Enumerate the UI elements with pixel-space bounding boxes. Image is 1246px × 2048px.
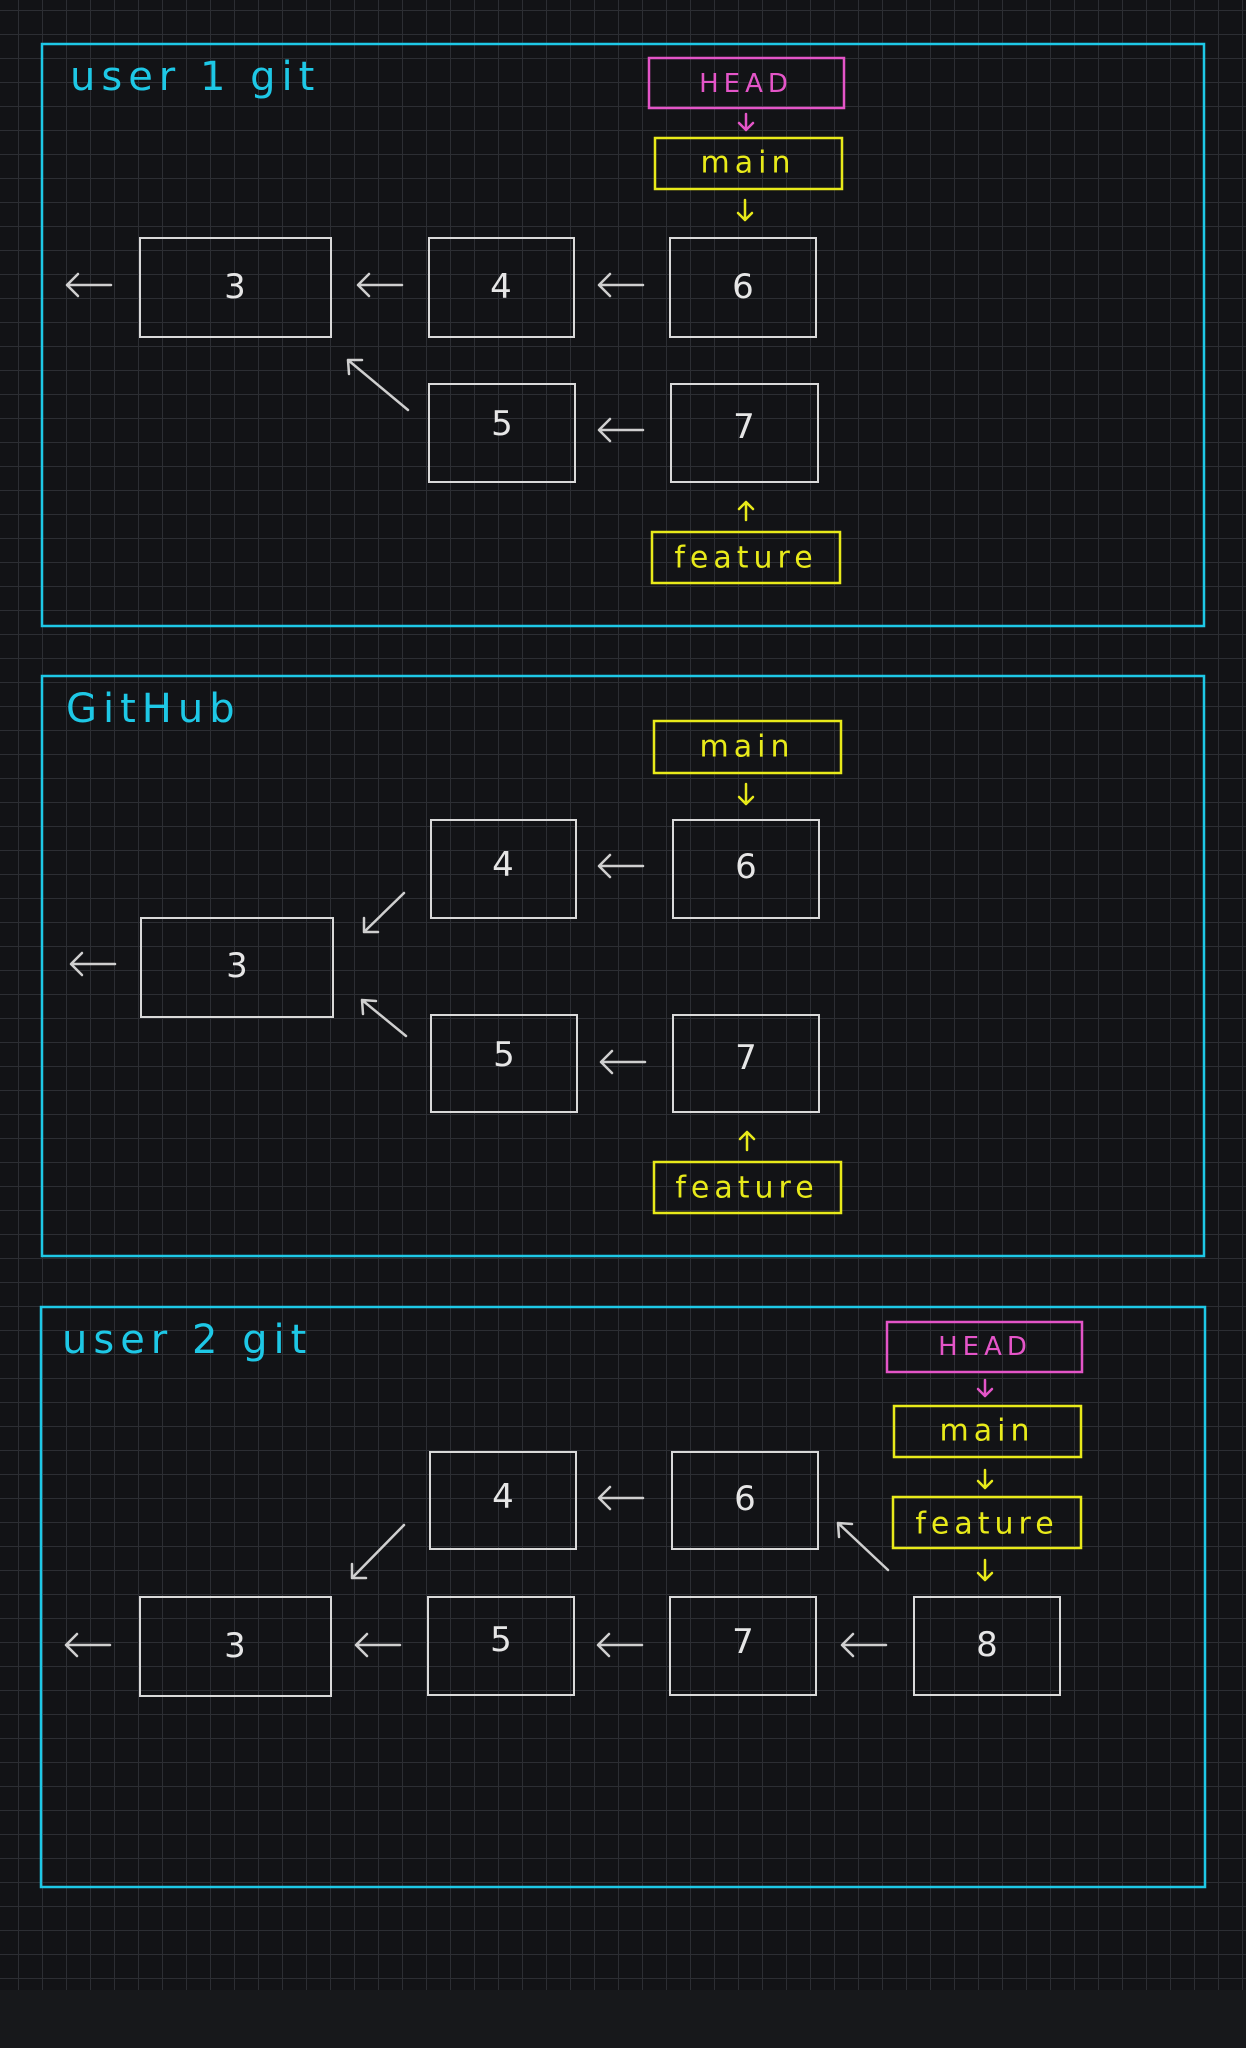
edge-5-to-3 bbox=[360, 998, 408, 1038]
edge-4-to-3 bbox=[362, 891, 406, 934]
commit-5-box bbox=[430, 1014, 578, 1113]
commit-3-label: 3 bbox=[224, 267, 246, 307]
panel-user2-border bbox=[39, 1305, 1207, 1889]
commit-3-box bbox=[139, 237, 332, 338]
feature-to-commit7-arrow bbox=[738, 1130, 756, 1152]
head-ref-box bbox=[647, 56, 846, 110]
edge-7-to-5 bbox=[597, 417, 645, 443]
edge-5-to-3 bbox=[354, 1632, 402, 1658]
commit-6-box bbox=[672, 819, 820, 919]
head-ref-label: HEAD bbox=[938, 1332, 1032, 1362]
commit-4-label: 4 bbox=[492, 1477, 514, 1517]
commit-4-box bbox=[429, 1451, 577, 1550]
feature-ref-label: feature bbox=[915, 1507, 1058, 1542]
commit-6-box bbox=[669, 237, 817, 338]
feature-ref-box bbox=[650, 530, 842, 585]
edge-8-to-6 bbox=[836, 1521, 890, 1572]
edge-6-to-4 bbox=[597, 853, 645, 879]
commit-8-box bbox=[913, 1596, 1061, 1696]
commit-4-label: 4 bbox=[492, 845, 514, 885]
panel-github-title: GitHub bbox=[66, 686, 241, 732]
commit-5-label: 5 bbox=[493, 1035, 515, 1075]
commit-5-box bbox=[427, 1596, 575, 1696]
commit-6-label: 6 bbox=[732, 267, 754, 307]
head-ref-label: HEAD bbox=[699, 69, 793, 99]
edge-8-to-7 bbox=[840, 1632, 888, 1658]
main-to-commit6-arrow bbox=[736, 198, 754, 222]
feature-ref-label: feature bbox=[675, 1171, 818, 1206]
commit-7-label: 7 bbox=[732, 1622, 754, 1662]
commit-7-box bbox=[670, 383, 819, 483]
commit-4-box bbox=[428, 237, 575, 338]
main-ref-label: main bbox=[701, 146, 796, 181]
edge-3-to-parent bbox=[65, 272, 113, 298]
commit-6-label: 6 bbox=[735, 847, 757, 887]
edge-6-to-4 bbox=[597, 272, 645, 298]
commit-7-label: 7 bbox=[735, 1038, 757, 1078]
bottom-strip bbox=[0, 1990, 1246, 2048]
commit-3-box bbox=[140, 917, 334, 1018]
main-to-commit6-arrow bbox=[737, 782, 755, 806]
edge-3-to-parent bbox=[64, 1632, 112, 1658]
grid-canvas bbox=[0, 0, 1246, 1990]
commit-3-label: 3 bbox=[226, 946, 248, 986]
panel-user1: user 1 git HEAD main 3 4 6 5 7 feature bbox=[40, 42, 1206, 628]
commit-5-label: 5 bbox=[491, 404, 513, 444]
commit-7-box bbox=[672, 1014, 820, 1113]
feature-to-commit8-arrow bbox=[976, 1558, 994, 1582]
edge-5-to-3 bbox=[346, 358, 410, 412]
commit-3-box bbox=[139, 1596, 332, 1697]
edge-3-to-parent bbox=[69, 951, 117, 977]
main-ref-box bbox=[892, 1404, 1083, 1459]
feature-to-commit7-arrow bbox=[737, 500, 755, 522]
commit-5-box bbox=[428, 383, 576, 483]
feature-ref-label: feature bbox=[674, 541, 817, 576]
commit-5-label: 5 bbox=[490, 1620, 512, 1660]
commit-6-label: 6 bbox=[734, 1479, 756, 1519]
panel-user2-title: user 2 git bbox=[62, 1317, 312, 1363]
head-ref-box bbox=[885, 1320, 1084, 1374]
panel-user1-title: user 1 git bbox=[70, 54, 320, 100]
commit-8-label: 8 bbox=[976, 1625, 998, 1665]
commit-4-box bbox=[430, 819, 577, 919]
feature-ref-box bbox=[891, 1495, 1083, 1550]
commit-7-box bbox=[669, 1596, 817, 1696]
commit-4-label: 4 bbox=[490, 267, 512, 307]
feature-ref-box bbox=[652, 1160, 843, 1215]
main-to-feature-arrow bbox=[976, 1468, 994, 1490]
panel-github-border bbox=[40, 674, 1206, 1258]
panel-github: GitHub main 4 6 3 5 7 feature bbox=[40, 674, 1206, 1258]
commit-7-label: 7 bbox=[733, 407, 755, 447]
panel-user1-border bbox=[40, 42, 1206, 628]
main-ref-label: main bbox=[700, 730, 795, 765]
edge-4-to-3 bbox=[350, 1523, 406, 1580]
edge-7-to-5 bbox=[596, 1632, 644, 1658]
edge-4-to-3 bbox=[356, 272, 404, 298]
main-ref-box bbox=[653, 136, 844, 191]
commit-3-label: 3 bbox=[224, 1626, 246, 1666]
commit-6-box bbox=[671, 1451, 819, 1550]
panel-user2: user 2 git HEAD main feature 4 6 3 5 7 8 bbox=[39, 1305, 1207, 1889]
main-ref-label: main bbox=[940, 1414, 1035, 1449]
edge-6-to-4 bbox=[597, 1485, 645, 1511]
head-to-main-arrow bbox=[737, 112, 755, 132]
edge-7-to-5 bbox=[599, 1049, 647, 1075]
main-ref-box bbox=[652, 719, 843, 775]
head-to-main-arrow bbox=[976, 1378, 994, 1398]
